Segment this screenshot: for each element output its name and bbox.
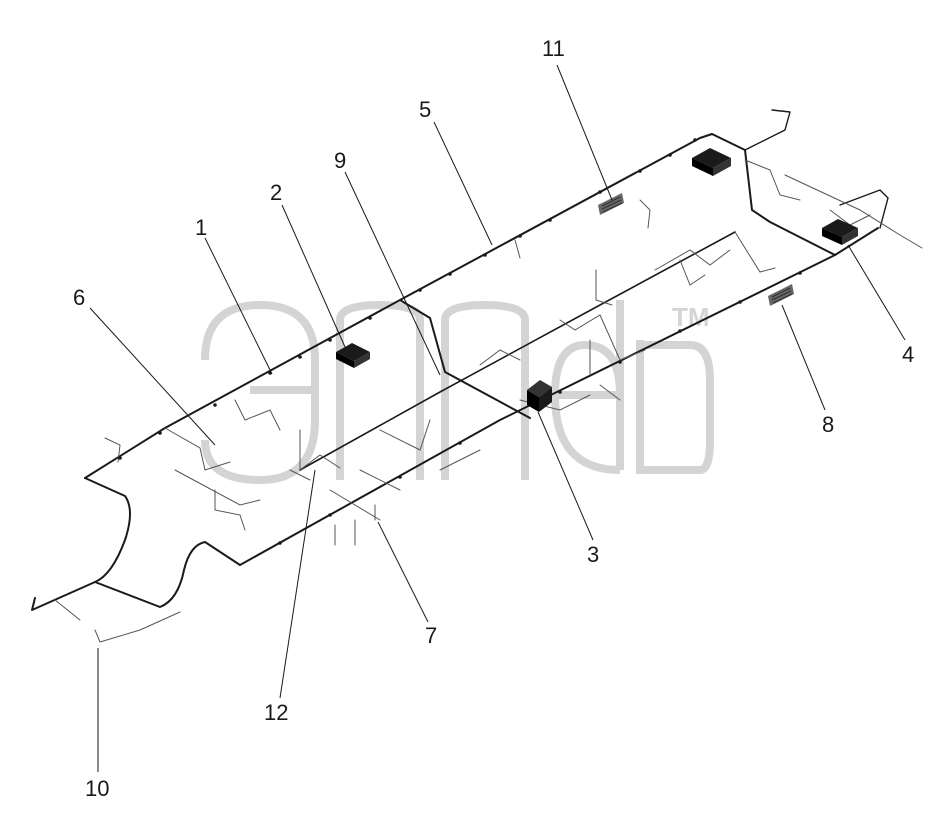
leader-7	[377, 521, 429, 623]
leader-1	[204, 237, 273, 375]
callout-7: 7	[425, 623, 437, 648]
control-module-2	[336, 343, 370, 368]
callout-10: 10	[85, 776, 109, 801]
right-far-lead	[839, 189, 889, 229]
callout-12: 12	[264, 700, 288, 725]
leader-2	[281, 204, 346, 348]
leader-8	[781, 304, 826, 411]
middle-spine	[399, 299, 531, 419]
control-module-top	[692, 148, 731, 176]
harness-frame	[31, 109, 889, 611]
leader-5	[433, 121, 493, 246]
callout-1: 1	[195, 215, 207, 240]
right-top-lead	[744, 109, 791, 151]
leader-6	[89, 307, 216, 446]
leader-12	[279, 469, 316, 699]
harness-clips	[118, 138, 802, 545]
right-end	[711, 133, 836, 256]
watermark-trademark: TM	[672, 302, 710, 332]
callout-3: 3	[587, 542, 599, 567]
left-end-plate	[31, 477, 131, 611]
control-module-3	[527, 380, 552, 412]
callout-labels: 1 2 3 4 5 6 7 8 9 10 11 12	[73, 36, 914, 801]
leader-lines	[89, 64, 906, 772]
center-run	[299, 231, 736, 471]
callout-5: 5	[419, 97, 431, 122]
callout-6: 6	[73, 285, 85, 310]
left-bottom-plate	[94, 541, 241, 608]
control-module-4	[822, 219, 858, 245]
callout-2: 2	[270, 180, 282, 205]
branch-wiring	[54, 159, 923, 643]
connector-block-8	[768, 284, 794, 306]
callout-4: 4	[902, 342, 914, 367]
callout-8: 8	[822, 412, 834, 437]
lower-rail	[239, 227, 879, 566]
leader-3	[537, 411, 594, 541]
connector-block-11	[598, 193, 624, 215]
watermark-logo	[201, 300, 714, 485]
callout-9: 9	[334, 148, 346, 173]
leader-4	[847, 244, 906, 341]
callout-11: 11	[542, 36, 565, 61]
leader-9	[344, 171, 441, 376]
leader-11	[556, 64, 613, 201]
